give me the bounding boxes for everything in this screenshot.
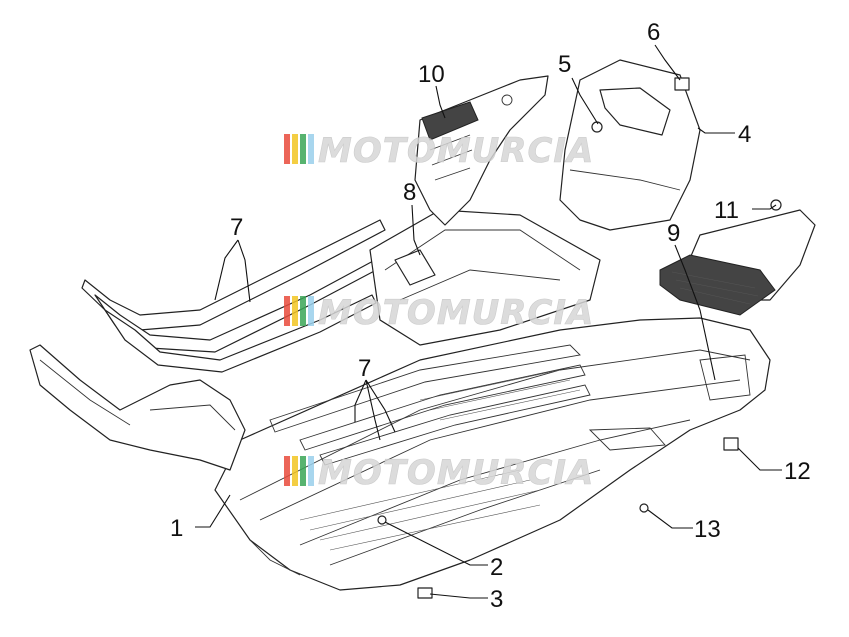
callout-6: 6 — [647, 19, 660, 46]
svg-text:MOTOMURCIA: MOTOMURCIA — [318, 293, 594, 333]
clip-12 — [723, 437, 739, 451]
floorboard-part — [214, 317, 771, 591]
callout-7-lower: 7 — [358, 355, 371, 382]
svg-text:MOTOMURCIA: MOTOMURCIA — [318, 131, 594, 171]
hardware — [377, 77, 782, 599]
inner-panel — [414, 75, 549, 226]
watermark-bottom: MOTOMURCIA — [284, 453, 594, 493]
callout-13: 13 — [694, 516, 721, 543]
center-tunnel — [369, 209, 601, 346]
callout-labels: 1 2 3 4 5 6 7 7 8 9 10 11 12 13 — [170, 19, 811, 613]
glovebox-cover — [559, 59, 701, 231]
callout-9: 9 — [667, 220, 680, 247]
callout-1: 1 — [170, 515, 183, 542]
clip-6 — [674, 77, 690, 91]
screw-13 — [639, 503, 649, 513]
svg-text:MOTOMURCIA: MOTOMURCIA — [318, 453, 594, 493]
left-side-panel — [29, 344, 246, 471]
callout-3: 3 — [490, 586, 503, 613]
callout-5: 5 — [558, 51, 571, 78]
callout-8: 8 — [403, 179, 416, 206]
watermark-middle: MOTOMURCIA — [284, 293, 594, 333]
callout-4: 4 — [738, 121, 751, 148]
rubber-strips-lower — [269, 344, 591, 466]
clip-3 — [417, 587, 433, 599]
watermark-top: MOTOMURCIA — [284, 131, 594, 171]
callout-12: 12 — [784, 458, 811, 485]
leader-lines — [195, 44, 782, 599]
callout-10: 10 — [418, 61, 445, 88]
callout-7-upper: 7 — [230, 214, 243, 241]
right-footrest — [659, 209, 816, 316]
screw-2 — [377, 515, 387, 525]
rubber-strips-upper — [81, 219, 386, 373]
callout-2: 2 — [490, 554, 503, 581]
callout-11: 11 — [714, 197, 739, 224]
